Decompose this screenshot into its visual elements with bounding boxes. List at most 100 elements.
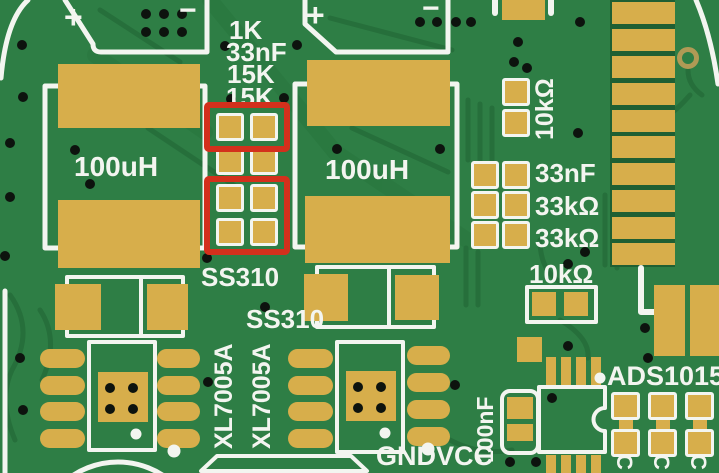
via (177, 27, 187, 37)
inductor-l1-top-pad (58, 64, 200, 128)
connector-finger (612, 163, 675, 185)
via (70, 145, 80, 155)
via (575, 17, 585, 27)
u1-pin-pad (157, 429, 200, 448)
pin1-marker (594, 372, 606, 384)
pin1-marker (421, 442, 435, 456)
pin1-marker (379, 427, 391, 439)
resistor-10k-pad (532, 292, 556, 316)
right-bus-pad (690, 285, 719, 356)
passive-pad (250, 149, 278, 175)
passive-pad (471, 221, 499, 249)
u3-pin-pad (561, 455, 571, 473)
inductor-l2-top-pad (307, 60, 450, 126)
adc-pin-glyph: C (648, 454, 674, 470)
via (220, 41, 230, 51)
passive-pad (471, 191, 499, 219)
passive-pad (216, 149, 244, 175)
thermal-via (353, 403, 363, 413)
u3-pin-pad (591, 357, 601, 385)
u3-pin-pad (561, 357, 571, 385)
gnd-label: GND (376, 441, 436, 471)
via (5, 192, 15, 202)
pin1-marker (167, 444, 181, 458)
resistor-10k-vertical-label: 10kΩ (531, 78, 559, 140)
capacitor-100nf-pad (507, 397, 533, 419)
connector-finger (612, 110, 675, 132)
passive-pad (216, 218, 244, 246)
connector-finger (612, 190, 675, 212)
via (332, 144, 342, 154)
via (563, 259, 573, 269)
inductor-l1-label: 100uH (74, 151, 159, 182)
u2-pin-pad (407, 427, 450, 446)
via (292, 40, 302, 50)
thermal-via (128, 383, 138, 393)
inductor-l2-bottom-pad (305, 196, 450, 263)
via (450, 380, 460, 390)
adc-io-center-pad (619, 420, 633, 429)
u1-thermal-pad (98, 372, 148, 422)
inductor-l2-label: 100uH (325, 154, 410, 185)
via (260, 302, 270, 312)
adc-io-center-pad (693, 420, 707, 429)
via (141, 9, 151, 19)
via (141, 27, 151, 37)
capacitor-100nf-pad (507, 424, 533, 441)
adc-io-pad (611, 392, 640, 420)
adc-u3-label: ADS1015 (607, 361, 719, 391)
diode-d1-label: SS310 (201, 262, 280, 292)
highlight-box-top[interactable] (204, 102, 290, 152)
battery1-plus-label: + (64, 0, 83, 35)
battery2-minus-label: − (422, 0, 440, 25)
adc-io-pad (685, 392, 714, 420)
resistor-15k-label: 15K (227, 59, 275, 89)
via (580, 247, 590, 257)
via (531, 457, 541, 467)
diode-d1-pad (55, 284, 101, 330)
diode-d2-label: SS310 (246, 304, 325, 334)
diode-d2-pad (304, 274, 348, 321)
diode-d1-pad (147, 284, 188, 330)
thermal-via (376, 403, 386, 413)
via (466, 17, 476, 27)
thermal-via (128, 404, 138, 414)
via (522, 63, 532, 73)
u3-pin-pad (591, 455, 601, 473)
adc-pin-glyph: C (685, 454, 711, 470)
via (513, 37, 523, 47)
pin1-marker (130, 428, 142, 440)
thermal-via (353, 382, 363, 392)
u2-pin-pad (288, 349, 333, 368)
capacitor-33nf-right-label: 33nF (535, 158, 596, 188)
inductor-l1-bottom-pad (58, 200, 200, 268)
u2-pin-pad (288, 402, 333, 421)
passive-pad (250, 184, 278, 212)
connector-finger (612, 217, 675, 239)
via (435, 144, 445, 154)
via (279, 93, 289, 103)
connector-finger (612, 29, 675, 51)
passive-pad (502, 221, 530, 249)
u2-pin-pad (288, 376, 333, 395)
via (5, 138, 15, 148)
passive-pad (471, 161, 499, 189)
connector-finger (612, 2, 675, 24)
connector-finger (612, 136, 675, 158)
passive-pad (502, 161, 530, 189)
resistor-10k-horizontal-label: 10kΩ (529, 259, 594, 289)
thermal-via (105, 404, 115, 414)
battery1-minus-label: − (179, 0, 197, 27)
via (159, 9, 169, 19)
adc-io-center-pad (656, 420, 670, 429)
via (643, 353, 653, 363)
resistor-10k-pad (564, 292, 588, 316)
via (159, 27, 169, 37)
u2-thermal-pad (346, 371, 396, 421)
adc-pin-glyph: C (611, 454, 637, 470)
u3-pin-pad (576, 455, 586, 473)
highlight-box-bottom[interactable] (204, 176, 290, 255)
via (573, 128, 583, 138)
via (18, 405, 28, 415)
